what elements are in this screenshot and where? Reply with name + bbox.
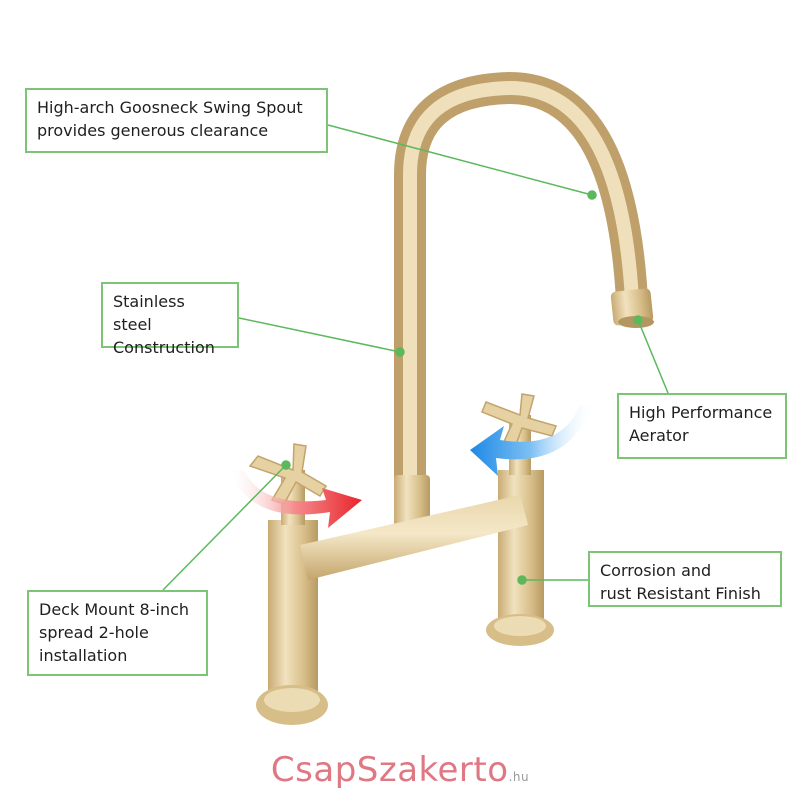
callout-spout: High-arch Goosneck Swing Spout provides … [25, 88, 328, 153]
right-pillar [498, 470, 544, 630]
leader-lines [162, 124, 669, 591]
leader-deck [162, 464, 287, 591]
left-cross-handle [248, 443, 328, 505]
leader-aerator-dot [633, 315, 643, 325]
brand-logo: CsapSzakerto.hu [0, 750, 800, 790]
callout-aerator: High Performance Aerator [617, 393, 787, 459]
callout-deck-mount: Deck Mount 8-inch spread 2-hole installa… [27, 590, 208, 676]
gooseneck-spout-highlight [403, 80, 639, 480]
aerator [610, 288, 654, 326]
leader-deck-dot [281, 460, 291, 470]
left-base-highlight [264, 688, 320, 712]
callout-steel-construction: Stainless steel Construction [101, 282, 239, 357]
bridge-bar [300, 495, 528, 580]
leader-spout-dot [587, 190, 597, 200]
cold-arrow [470, 405, 592, 476]
brand-tld: .hu [508, 770, 530, 784]
hot-arrow [230, 470, 362, 528]
brand-name: CsapSzakerto [270, 750, 509, 790]
leader-finish-dot [517, 575, 527, 585]
leader-steel [238, 317, 401, 353]
callout-finish: Corrosion and rust Resistant Finish [588, 551, 782, 607]
right-cross-handle [481, 393, 558, 451]
leader-steel-dot [395, 347, 405, 357]
leader-aerator [637, 319, 669, 394]
leader-spout [327, 124, 593, 196]
right-base-highlight [494, 616, 546, 636]
